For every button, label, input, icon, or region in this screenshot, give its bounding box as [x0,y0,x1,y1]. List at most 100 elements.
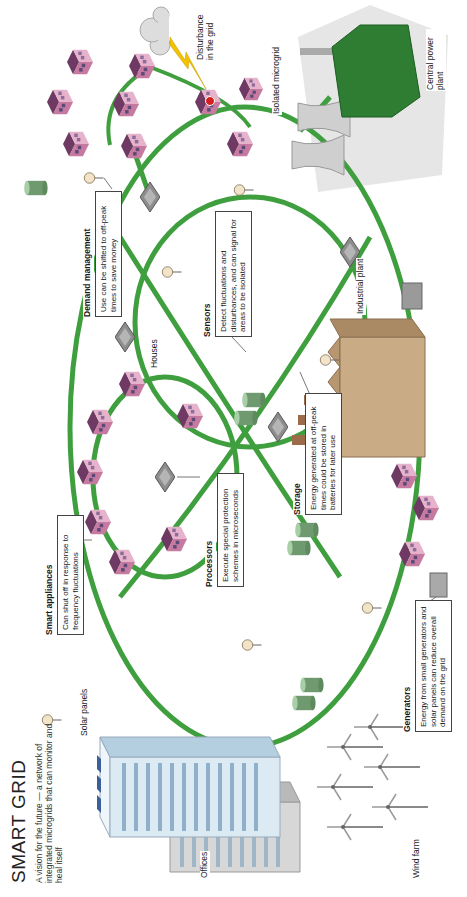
processor-diamond [155,462,175,492]
wind-turbine [317,774,373,800]
plant-building [332,25,420,117]
processor-diamond [115,322,135,352]
callout-box: Processors Execute special protection sch… [198,473,244,587]
building-side [100,737,280,757]
factory-body [340,337,425,457]
grid-line [108,67,250,145]
place-label: Isolated microgrid [272,46,282,115]
place-label: Offices [200,851,210,879]
callout-border: Use can be shifted to off-peak times to … [95,191,122,317]
house [129,54,155,78]
callout-box: Demand management Use can be shifted to o… [76,191,122,317]
battery [292,696,315,710]
wind-turbine [354,714,410,740]
callout-heading: Sensors [203,301,214,337]
callout-text: Energy generated at off-peak times could… [309,398,338,510]
callout-border: Energy from small generators and solar p… [415,600,452,732]
processor-diamond [140,182,160,212]
small-generator [430,573,447,597]
place-label: Central power plant [426,29,446,91]
battery [234,411,257,425]
house [87,410,113,434]
diagram-caption: A vision for the future — a network of i… [34,723,65,883]
callout-box: Generators Energy from small generators a… [396,600,452,732]
callout-box: Storage Energy generated at off-peak time… [286,393,342,515]
place-label: Wind farm [412,838,422,879]
house [161,527,187,551]
factory-side [330,319,425,337]
callout-text: Detect fluctuations and disturbances, an… [219,216,248,332]
callout-text: Use can be shifted to off-peak times to … [99,196,118,312]
place-label: Houses [150,338,160,369]
cooling-tower [292,135,344,175]
house [239,78,263,100]
sensor-lollipop [84,173,103,184]
wind-turbine [327,734,383,760]
isolated-microgrid [47,50,263,158]
callout-heading: Smart appliances [45,563,56,635]
house [121,134,147,158]
callout-heading: Processors [205,539,216,587]
house [177,404,203,428]
callout-border: Detect fluctuations and disturbances, an… [215,211,252,337]
sensor-lollipop [320,355,339,366]
leader-lines [80,178,436,601]
wind-turbine [327,814,383,840]
callout-text: Energy from small generators and solar p… [419,605,448,727]
sensor-lollipop [362,603,381,614]
house [227,132,253,156]
callout-box: Smart appliances Can shut off in response… [38,515,84,635]
central-power-plant [292,25,420,175]
house [109,550,135,574]
processor-diamond [268,412,288,442]
wind-turbine [364,754,420,780]
house [47,90,73,114]
sensor-lollipop [42,715,61,726]
house [413,496,439,520]
callout-heading: Demand management [83,227,94,317]
office-buildings [97,737,300,872]
house [119,372,145,396]
battery [242,393,265,407]
battery [24,181,47,195]
plant-chimney [300,48,335,55]
storm-cloud [140,7,170,55]
house [399,542,425,566]
sensors [42,173,381,726]
house [113,92,139,116]
callout-box: Sensors Detect fluctuations and disturban… [196,211,252,337]
house [391,464,417,488]
house [195,90,221,114]
sensor-lollipop [162,267,181,278]
office-windows [122,763,258,831]
sensor-lollipop [234,185,253,196]
battery [300,678,323,692]
place-label: Disturbance in the grid [196,7,216,61]
place-label: Industrial plant [356,258,366,315]
place-label: Solar panels [80,688,90,737]
callout-heading: Generators [403,685,414,732]
battery [295,523,318,537]
house [63,132,89,156]
callout-heading: Storage [293,481,304,515]
diagram-title: SMART GRID [8,759,30,883]
callout-border: Execute special protection schemes in mi… [217,473,244,587]
callout-border: Energy generated at off-peak times could… [305,393,342,515]
callout-border: Can shut off in response to frequency fl… [57,515,84,635]
building-face [110,757,280,837]
battery [287,541,310,555]
storage-batteries [24,181,323,710]
house [67,50,93,74]
solar-panels [97,755,101,813]
callout-text: Execute special protection schemes in mi… [221,478,240,582]
callout-text: Can shut off in response to frequency fl… [61,520,80,630]
sensor-lollipop [242,640,261,651]
disturbance-dot [206,97,215,106]
wind-turbine [372,794,428,820]
transformer [402,283,422,309]
house [85,510,111,534]
house [77,460,103,484]
